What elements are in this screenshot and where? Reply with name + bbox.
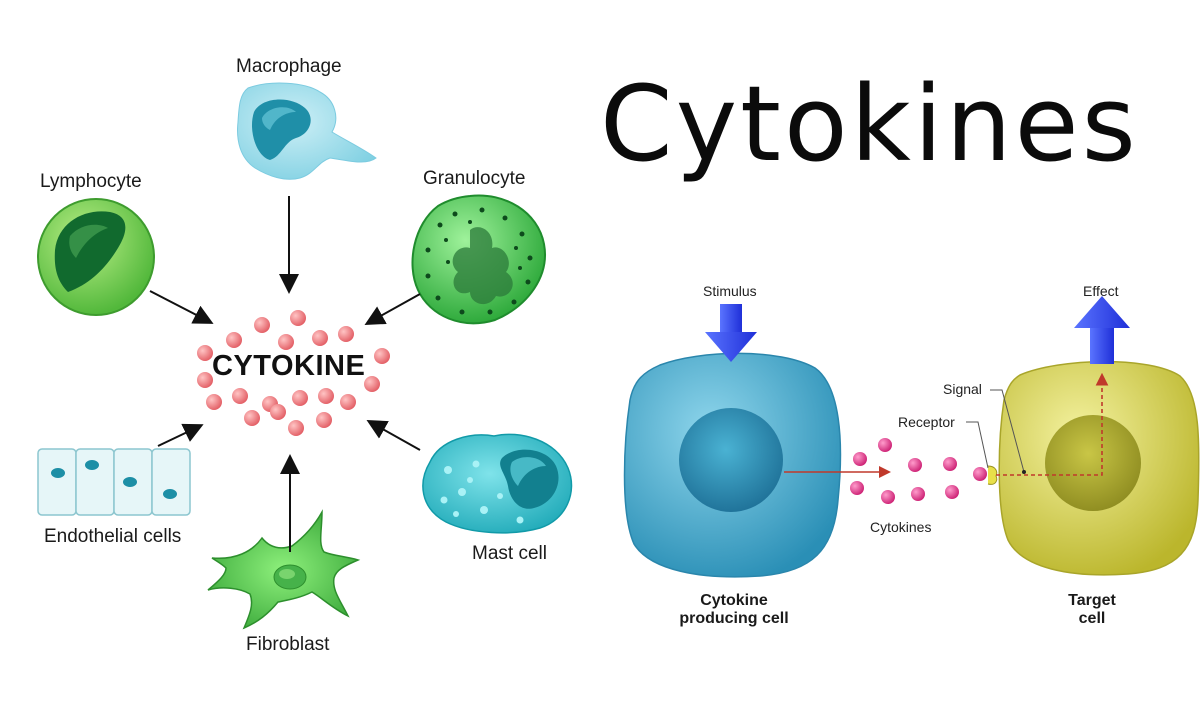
effect-label: Effect	[1083, 283, 1119, 299]
producing-cell-label: Cytokine producing cell	[666, 592, 802, 628]
fibroblast-cell	[207, 509, 361, 630]
endothelial-label: Endothelial cells	[44, 526, 182, 547]
mast-cell	[422, 433, 573, 534]
stimulus-label: Stimulus	[703, 283, 757, 299]
cytokine-dots	[197, 310, 390, 436]
macrophage-label: Macrophage	[236, 56, 342, 77]
stimulus-arrow-icon	[705, 304, 757, 362]
fibroblast-label: Fibroblast	[246, 634, 330, 655]
endothelial-cells	[37, 448, 191, 516]
granulocyte-label: Granulocyte	[423, 168, 526, 189]
effect-arrow-icon	[1074, 296, 1130, 364]
leader-lines	[966, 389, 1025, 473]
cytokine-center-label: CYTOKINE	[212, 350, 366, 382]
cytokine-dots-right	[850, 438, 959, 504]
mast-cell-label: Mast cell	[472, 543, 547, 564]
cytokines-label: Cytokines	[870, 519, 932, 535]
signal-path	[996, 372, 1109, 476]
receptor	[973, 465, 998, 485]
receptor-label: Receptor	[898, 414, 955, 430]
producing-cell-label-line2: producing cell	[679, 610, 789, 627]
lymphocyte-label: Lymphocyte	[40, 171, 142, 192]
target-cell-label-line1: Target	[1068, 592, 1116, 609]
cytokine-producing-cell	[623, 352, 842, 578]
target-cell	[998, 360, 1200, 576]
producing-cell-label-line1: Cytokine	[700, 592, 768, 609]
target-cell-label: Target cell	[1062, 592, 1122, 628]
target-cell-label-line2: cell	[1078, 610, 1106, 627]
lymphocyte-cell	[37, 198, 155, 316]
page-title: Cytokines	[600, 63, 1139, 185]
signal-label: Signal	[943, 381, 982, 397]
granulocyte-cell	[411, 194, 546, 325]
macrophage-cell	[237, 82, 377, 180]
arrows-to-cytokine	[149, 196, 421, 552]
